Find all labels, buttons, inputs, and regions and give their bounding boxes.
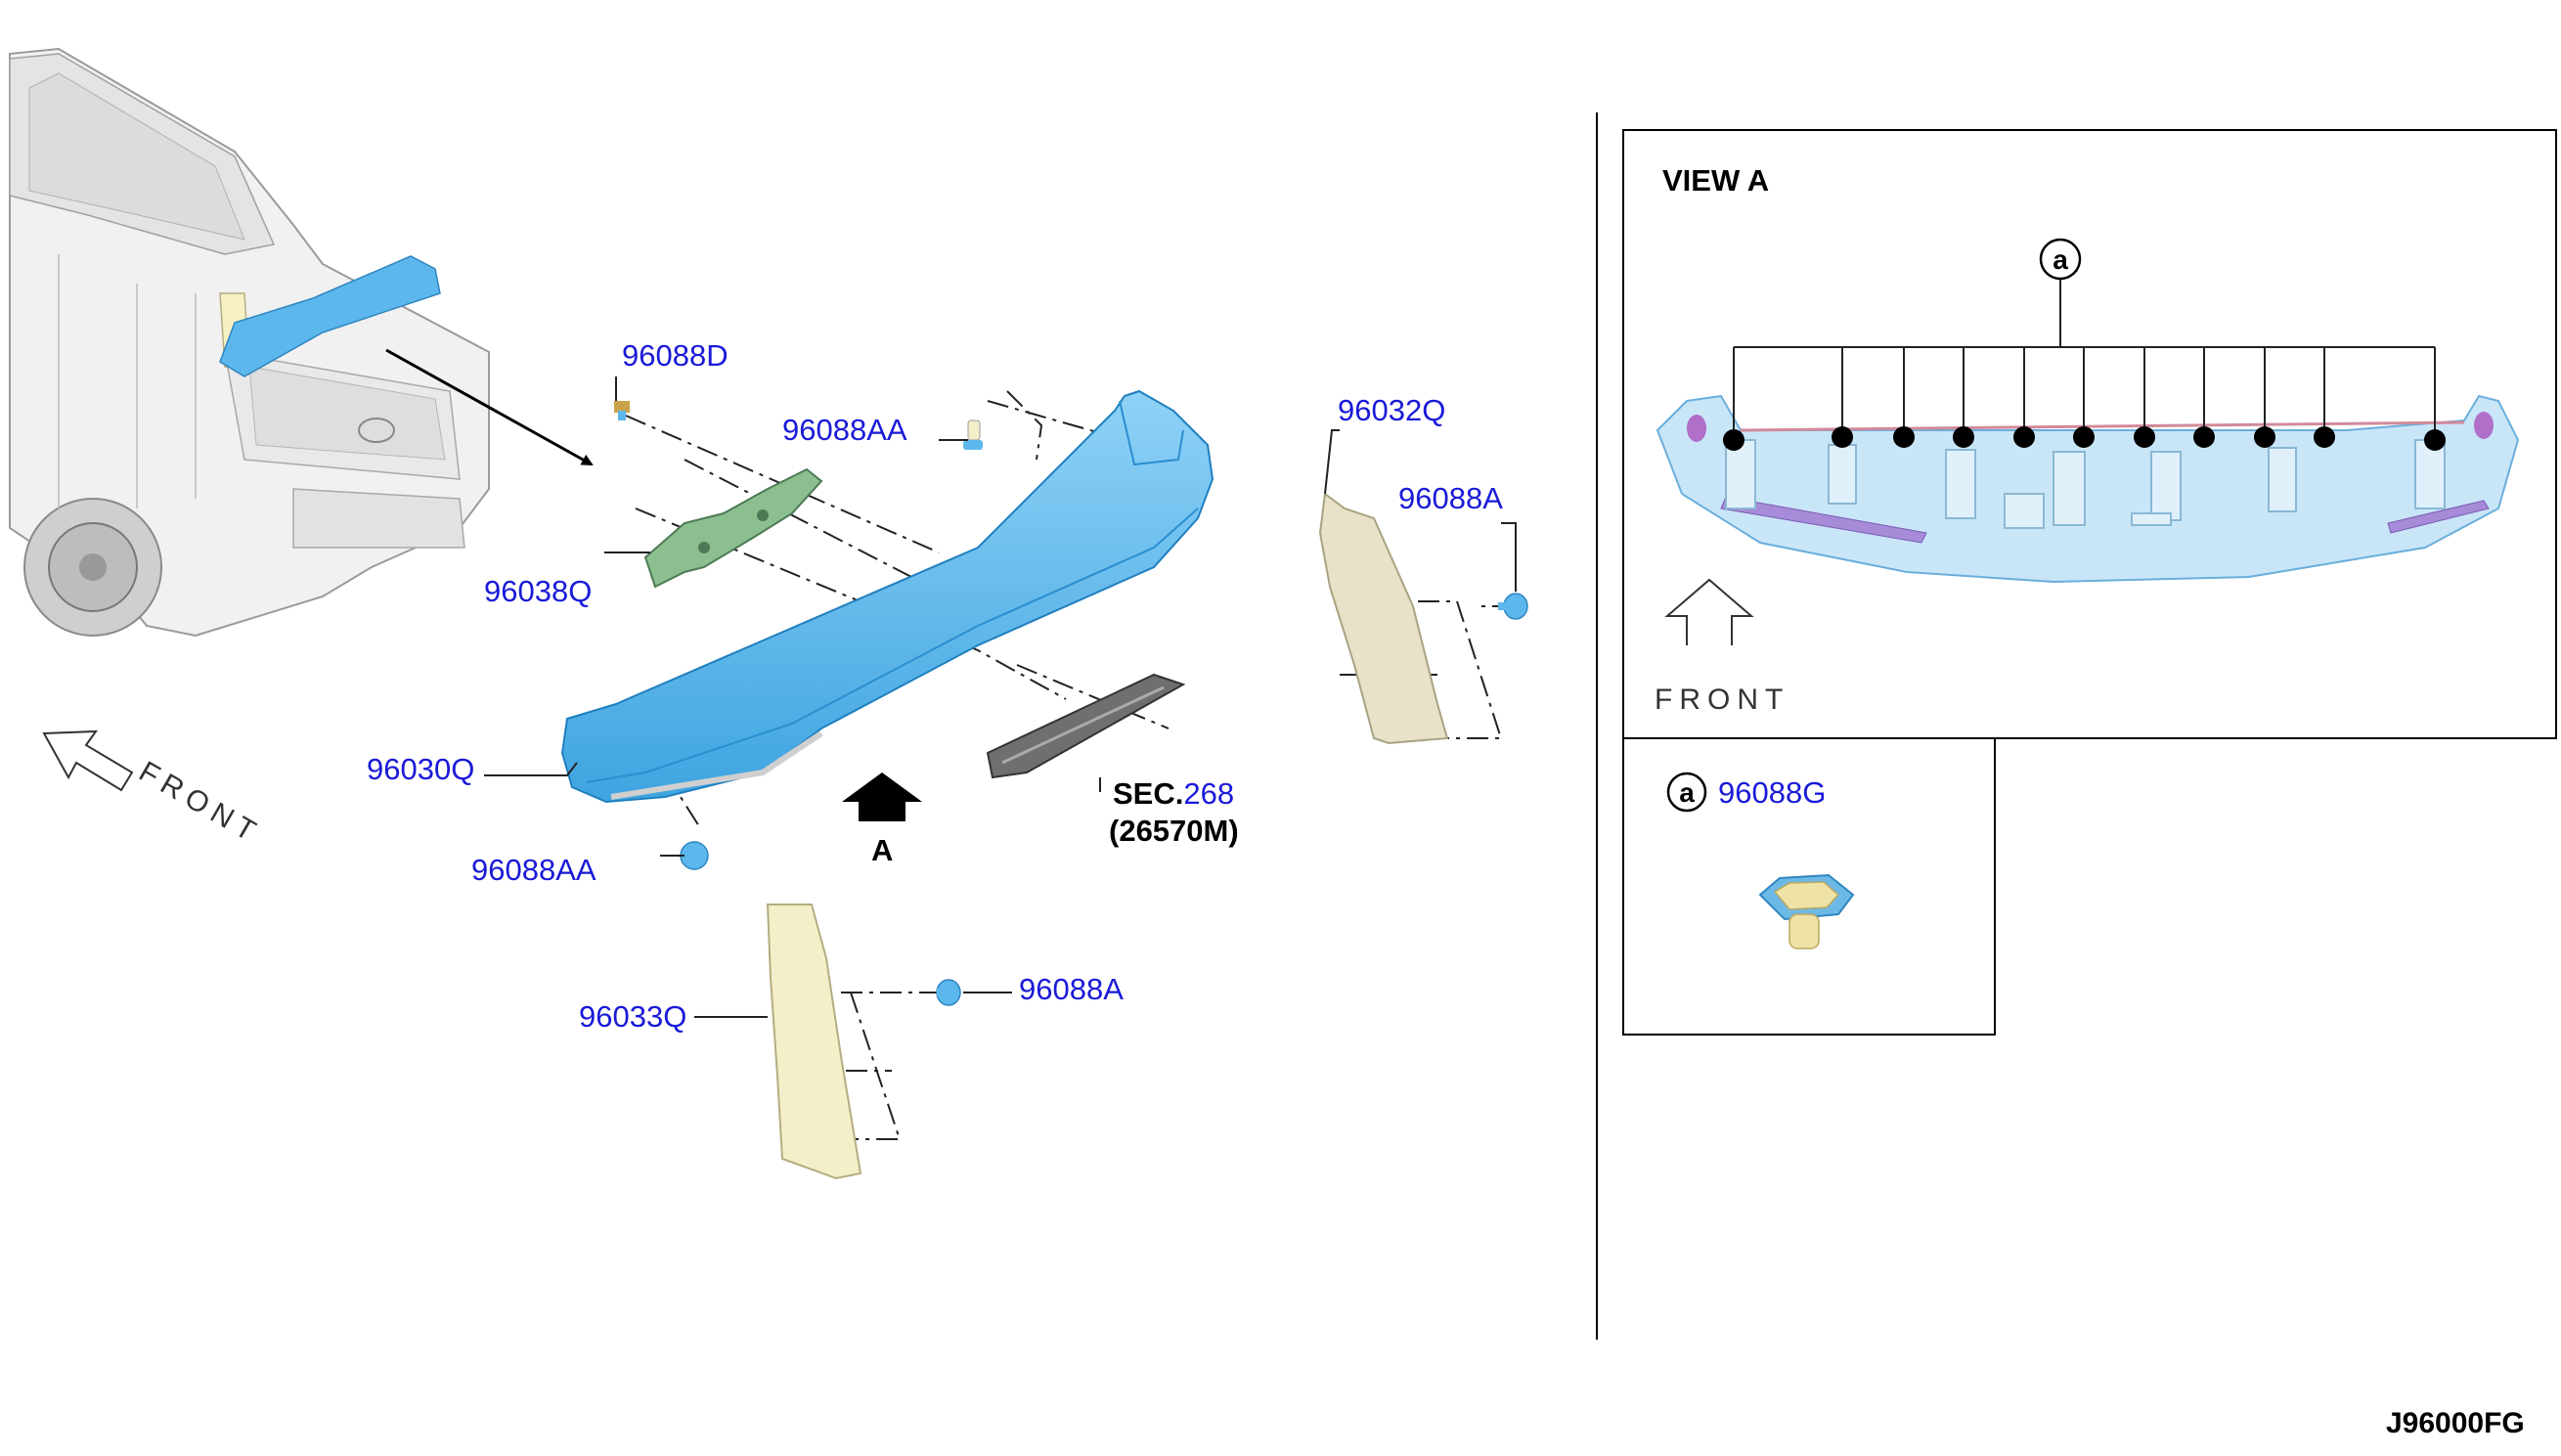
clip-96088G <box>1758 873 1855 949</box>
side-trim-right <box>1318 492 1449 745</box>
front-indicator-view-a: FRONT <box>1655 578 1789 716</box>
part-label-96088AA-bottom[interactable]: 96088AA <box>471 853 596 887</box>
rear-spoiler <box>560 389 1214 804</box>
figure-code: J96000FG <box>2386 1407 2525 1439</box>
part-label-96088A-right[interactable]: 96088A <box>1398 481 1503 515</box>
clip-legend-callout: a <box>1679 777 1695 808</box>
part-label-96088AA-top[interactable]: 96088AA <box>782 413 907 447</box>
fastener-96088A-bottom <box>936 979 961 1006</box>
side-trim-bottom <box>766 904 862 1180</box>
label-leaders <box>484 376 1517 1018</box>
svg-text:SEC.268: SEC.268 <box>1113 776 1234 811</box>
fastener-96088A-right <box>1498 593 1528 620</box>
section-code: (26570M) <box>1109 814 1239 848</box>
spoiler-bracket <box>643 467 823 589</box>
fastener-96088AA-bottom <box>680 841 709 870</box>
svg-text:FRONT: FRONT <box>134 755 267 851</box>
view-a-callout-letter: a <box>2053 244 2068 275</box>
section-prefix: SEC. <box>1113 776 1183 811</box>
part-label-96038Q[interactable]: 96038Q <box>484 574 592 608</box>
view-a-panel: VIEW A <box>1622 129 2557 739</box>
fastener-96088D <box>614 401 630 420</box>
section-number: 268 <box>1183 776 1234 811</box>
fastener-96088AA-top <box>963 419 983 450</box>
part-label-96030Q[interactable]: 96030Q <box>367 752 474 786</box>
view-a-title: VIEW A <box>1662 163 1769 198</box>
part-label-96088D[interactable]: 96088D <box>622 338 729 373</box>
detail-pointer-arrow <box>385 348 594 466</box>
fasteners <box>614 401 1528 1006</box>
vehicle-illustration <box>9 47 490 638</box>
svg-text:FRONT: FRONT <box>1655 684 1789 716</box>
view-arrow-label: A <box>871 833 893 867</box>
clip-legend-part[interactable]: 96088G <box>1718 775 1826 810</box>
view-a-arrow: A <box>842 772 922 867</box>
view-a-callout-bracket: a <box>1723 238 2446 451</box>
section-reference[interactable]: SEC.268 (26570M) <box>1109 776 1239 848</box>
part-label-96032Q[interactable]: 96032Q <box>1338 393 1445 427</box>
front-indicator-left: FRONT <box>42 729 267 851</box>
part-label-96033Q[interactable]: 96033Q <box>579 999 686 1034</box>
clip-legend-panel: a 96088G <box>1622 737 1996 1036</box>
high-mount-stop-lamp <box>986 673 1186 779</box>
part-label-96088A-bottom[interactable]: 96088A <box>1019 972 1124 1006</box>
vehicle-spoiler-highlight <box>219 255 441 377</box>
